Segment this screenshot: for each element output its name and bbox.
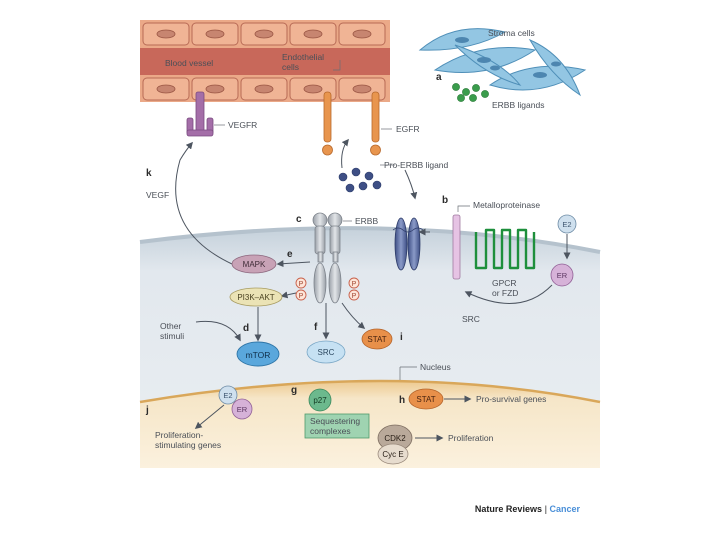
gpcr-label-1: GPCR [492,278,517,288]
gpcr-fzd [474,228,536,270]
journal-credit: Nature Reviews | Cancer [475,504,581,514]
er-top: ER [550,263,574,287]
vegf-label: VEGF [146,190,169,200]
prolif-genes-label-2: stimulating genes [155,440,221,450]
vegfr-receptor [186,91,214,137]
panel-letter-a: a [436,72,442,83]
arrow-erbb-to-pi3k [280,291,297,299]
e2-nuc: E2 [218,385,238,405]
nucleus [140,381,600,468]
cell-cytoplasm [140,228,600,402]
arrow-erbb-to-mapk [276,260,311,268]
panel-letter-g: g [291,385,297,396]
src-node: SRC [306,340,346,364]
arrow-erbb-to-stat [341,302,366,329]
erbb-receptor [312,212,343,304]
stroma-cells-label: Stroma cells [488,28,535,38]
stat-mid-label: STAT [367,335,386,344]
stroma-cells: Stroma cells [418,28,587,97]
egfr-label: EGFR [396,124,420,134]
stat-nuc-node: STAT [408,388,444,410]
ligand-cluster [338,167,382,193]
erbb-label: ERBB [355,216,378,226]
proliferation-label: Proliferation [448,433,494,443]
panel-letter-k: k [146,168,152,179]
phospho-p-1: P [299,281,304,288]
metalloproteinase [452,214,461,280]
vegfr-label: VEGFR [228,120,257,130]
e2-top-label: E2 [562,220,571,229]
endothelial-cells-label-2: cells [282,62,299,72]
e2-top: E2 [557,214,577,234]
panel-letter-f: f [314,322,318,333]
egfr-receptor [322,91,381,156]
phospho-p-4: P [352,293,357,300]
src-mid-label: SRC [318,348,335,357]
mtor-label: mTOR [246,350,271,360]
src-right-label: SRC [462,314,480,324]
credit-separator: | [542,504,550,514]
p27-node: p27 [308,388,332,412]
panel-letter-h: h [399,395,405,406]
sequestering-complexes-box: Sequestering complexes [304,413,370,439]
blood-vessel: Blood vessel Endothelial cells [140,20,390,102]
erbb-ligands-group [452,83,489,102]
panel-letter-b: b [442,195,448,206]
credit-section: Cancer [549,504,580,514]
nucleus-label: Nucleus [420,362,451,372]
pro-erbb-ligand-label: Pro-ERBB ligand [384,160,449,170]
metalloproteinase-label: Metalloproteinase [473,200,540,210]
er-nuc: ER [231,398,253,420]
panel-letter-c: c [296,214,302,225]
arrow-proerbb-to-ligand [404,169,418,200]
panel-letter-j: j [145,405,149,416]
endothelial-cells-label-1: Endothelial [282,52,324,62]
arrow-er-to-src [464,284,553,304]
er-top-label: ER [557,271,568,280]
panel-letter-e: e [287,249,293,260]
arrow-ligand-to-egfr [341,138,349,169]
cyc-e-label: Cyc E [382,450,403,459]
other-stimuli-label-2: stimuli [160,331,184,341]
sequestering-label-2: complexes [310,426,351,436]
arrow-er-to-genes [194,404,225,429]
cdk2-cyce-complex: CDK2 Cyc E [377,424,413,465]
phospho-sites: P P P P [295,277,360,301]
stat-nuc-label: STAT [416,395,435,404]
mtor-node: mTOR [236,341,280,367]
arrow-stimuli-to-mtor [195,320,241,342]
mapk-label: MAPK [243,260,266,269]
sequestering-label-1: Sequestering [310,416,360,426]
panel-letter-i: i [400,332,403,343]
phospho-p-2: P [299,293,304,300]
credit-journal: Nature Reviews [475,504,542,514]
stat-mid-node: STAT [361,328,393,350]
p27-label: p27 [313,396,327,405]
phospho-p-3: P [352,281,357,288]
erbb-ligands-label: ERBB ligands [492,100,544,110]
pro-survival-genes-label: Pro-survival genes [476,394,546,404]
pi3k-akt-label: PI3K–AKT [237,293,274,302]
arrow-vegf-to-vegfr [175,141,233,265]
cdk2-label: CDK2 [384,434,406,443]
gpcr-label-2: or FZD [492,288,518,298]
cell-membrane [139,226,601,254]
er-nuc-label: ER [237,405,248,414]
prolif-genes-label-1: Proliferation- [155,430,203,440]
e2-nuc-label: E2 [223,391,232,400]
pi3k-akt-node: PI3K–AKT [229,287,283,307]
mapk-node: MAPK [231,254,277,274]
panel-letter-d: d [243,323,249,334]
other-stimuli-label-1: Other [160,321,181,331]
blood-vessel-label: Blood vessel [165,58,213,68]
